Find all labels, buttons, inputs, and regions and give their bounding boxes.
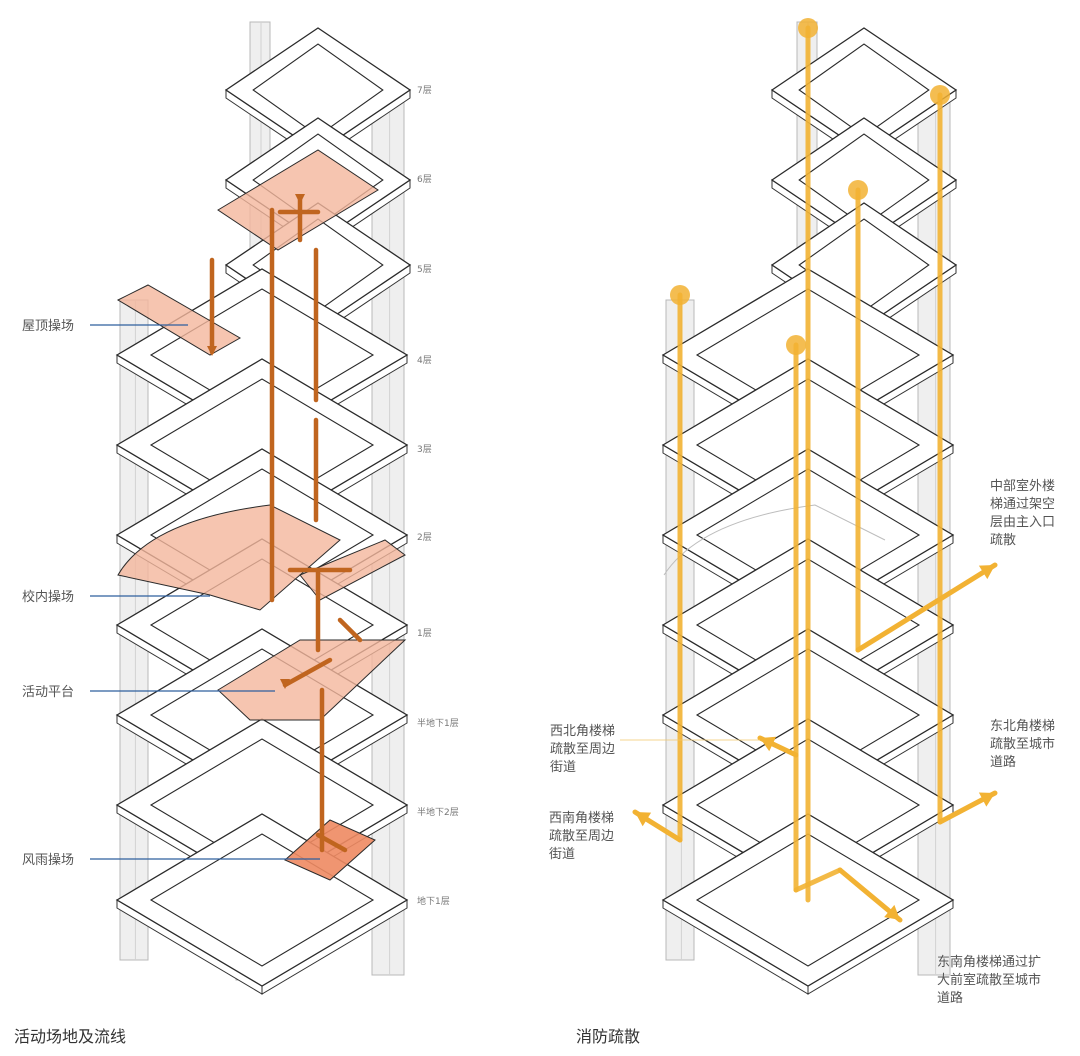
right-tower: 中部室外楼梯通过架空层由主入口疏散西北角楼梯疏散至周边街道东北角楼梯疏散至城市道… bbox=[549, 18, 1055, 1046]
courtyard-void bbox=[252, 43, 384, 137]
evacuation-callout-line: 西北角楼梯 bbox=[550, 724, 615, 739]
exit-arrow-southwest-head bbox=[635, 812, 652, 827]
floor-label: 7层 bbox=[417, 85, 432, 96]
route-segment bbox=[282, 657, 333, 688]
evacuation-routes bbox=[632, 18, 998, 923]
school-playground-area bbox=[117, 504, 341, 611]
evacuation-callout-line: 层由主入口 bbox=[990, 515, 1055, 530]
floor-label: 4层 bbox=[417, 355, 432, 366]
route-arrowhead bbox=[280, 679, 290, 689]
floor-label: 6层 bbox=[417, 174, 432, 185]
circulation-routes bbox=[207, 194, 363, 853]
wind-rain-playground-area bbox=[284, 819, 376, 881]
evacuation-callout-line: 西南角楼梯 bbox=[549, 810, 614, 826]
right-caption: 消防疏散 bbox=[576, 1027, 640, 1046]
callout-label: 风雨操场 bbox=[22, 852, 74, 868]
evacuation-callout-line: 中部室外楼 bbox=[990, 478, 1055, 494]
courtyard-void bbox=[798, 43, 930, 137]
stair-top-marker bbox=[848, 180, 868, 200]
callout-label: 活动平台 bbox=[22, 685, 74, 700]
exit-arrow-central bbox=[855, 562, 998, 653]
evacuation-callout-line: 东南角楼梯通过扩 bbox=[937, 954, 1041, 970]
evacuation-callout-line: 疏散至周边 bbox=[549, 829, 614, 844]
evacuation-callout-line: 梯通过架空 bbox=[990, 497, 1055, 512]
evacuation-callout-line: 街道 bbox=[550, 760, 576, 775]
evacuation-callout-line: 街道 bbox=[549, 847, 575, 862]
left-caption: 活动场地及流线 bbox=[14, 1027, 126, 1046]
callout-label: 校内操场 bbox=[22, 589, 74, 605]
stair-top-marker bbox=[798, 18, 818, 38]
route-arrowhead bbox=[295, 194, 305, 204]
callout-label: 屋顶操场 bbox=[22, 318, 74, 334]
evacuation-callout-line: 疏散至周边 bbox=[550, 742, 615, 757]
floor-label: 半地下1层 bbox=[417, 717, 459, 729]
floor-label: 3层 bbox=[417, 444, 432, 455]
evacuation-stair-line bbox=[793, 867, 843, 893]
exit-arrow-northwest-head bbox=[760, 736, 777, 752]
activity-area-1f bbox=[299, 539, 406, 601]
exit-arrow-southeast-head bbox=[884, 904, 900, 920]
activity-platform-area bbox=[217, 639, 407, 721]
floor-label: 地下1层 bbox=[417, 895, 450, 907]
route-segment bbox=[315, 832, 348, 853]
floor-label: 半地下2层 bbox=[417, 806, 459, 818]
stair-top-marker bbox=[786, 335, 806, 355]
exit-arrow-central-head bbox=[978, 565, 995, 580]
floor-label: 1层 bbox=[417, 628, 432, 639]
floor-label: 2层 bbox=[417, 532, 432, 543]
evacuation-callout-line: 疏散 bbox=[990, 533, 1016, 548]
evacuation-callout-line: 疏散至城市 bbox=[990, 736, 1055, 752]
evacuation-callout-line: 道路 bbox=[937, 990, 963, 1006]
stair-top-marker bbox=[670, 285, 690, 305]
evacuation-callout-line: 大前室疏散至城市 bbox=[937, 972, 1041, 988]
floor-label: 5层 bbox=[417, 264, 432, 275]
rooftop-playground-area bbox=[116, 284, 242, 356]
exit-arrow-northeast-head bbox=[978, 792, 995, 807]
evacuation-callout-line: 东北角楼梯 bbox=[990, 719, 1055, 734]
route-segment bbox=[337, 617, 363, 643]
playground-track-outline bbox=[663, 504, 886, 576]
route-arrowhead bbox=[207, 346, 217, 356]
stair-top-marker bbox=[930, 85, 950, 105]
evacuation-callout-line: 道路 bbox=[990, 754, 1016, 770]
courtyard-void bbox=[798, 133, 930, 227]
